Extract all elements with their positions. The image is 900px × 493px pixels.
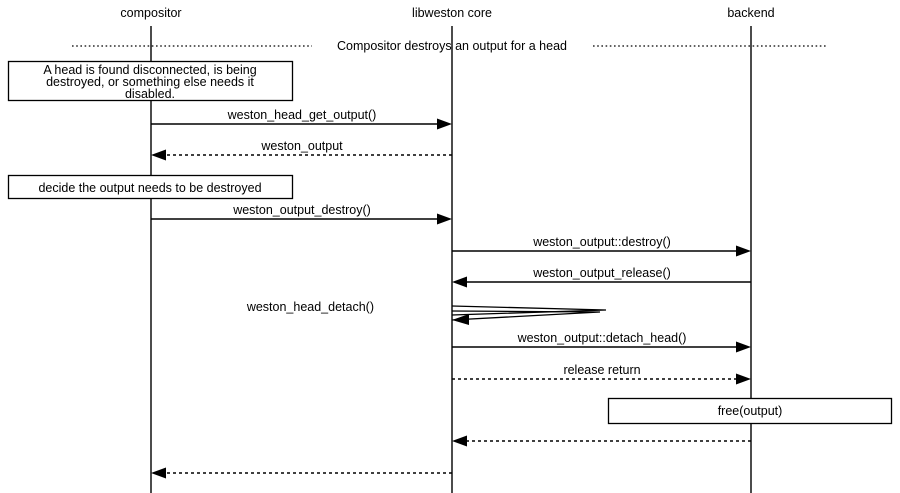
msg-weston-output-destroy-cb-label: weston_output::destroy() [532, 235, 671, 249]
msg-free-return-arrowhead [452, 435, 467, 447]
msg-weston-output-detach-head-label: weston_output::detach_head() [517, 331, 687, 345]
msg-weston-output-release-arrowhead [452, 276, 467, 288]
msg-release-return-label: release return [563, 363, 640, 377]
note-head-disconnected-line-2: destroyed, or something else needs it [46, 75, 254, 89]
msg-weston-head-detach: weston_head_detach() [246, 300, 607, 325]
msg-weston-output-destroy-cb-arrowhead [736, 245, 751, 257]
note-decide-destroy-box [7, 174, 294, 200]
msg-weston-output-destroy: weston_output_destroy() [151, 203, 452, 225]
note-free-output-line-1: free(output) [718, 404, 783, 418]
msg-weston-output-destroy-cb: weston_output::destroy() [452, 235, 751, 257]
note-head-disconnected-line-1: A head is found disconnected, is being [43, 63, 256, 77]
msg-weston-output-destroy-arrowhead [437, 213, 452, 225]
msg-release-return-arrowhead [736, 373, 751, 385]
msg-weston-head-get-output-arrowhead [437, 118, 452, 130]
phase-separator: Compositor destroys an output for a head [72, 39, 826, 53]
msg-weston-output-release: weston_output_release() [452, 266, 751, 288]
msg-weston-output-return-arrowhead [151, 149, 166, 161]
note-free-output: free(output) [607, 397, 893, 425]
msg-destroy-return [151, 467, 452, 479]
msg-weston-head-get-output: weston_head_get_output() [151, 108, 452, 130]
msg-weston-head-get-output-label: weston_head_get_output() [227, 108, 377, 122]
note-head-disconnected: A head is found disconnected, is being d… [7, 60, 294, 102]
msg-release-return: release return [452, 363, 751, 385]
actor-header-compositor: compositor [120, 6, 181, 20]
phase-separator-label: Compositor destroys an output for a head [337, 39, 567, 53]
note-free-output-box [607, 397, 893, 425]
msg-weston-output-return: weston_output [151, 139, 452, 161]
actor-header-libweston-core: libweston core [412, 6, 492, 20]
msg-weston-head-detach-arrowhead [452, 314, 469, 325]
msg-weston-output-return-label: weston_output [260, 139, 343, 153]
note-head-disconnected-line-3: disabled. [125, 87, 175, 101]
note-decide-destroy-line-1: decide the output needs to be destroyed [38, 181, 261, 195]
msg-weston-head-detach-loop-lower [451, 310, 601, 321]
msg-weston-head-detach-loop-upper [451, 305, 607, 316]
actor-label-libweston-core: libweston core [412, 6, 492, 20]
msg-free-return [452, 435, 751, 447]
msg-weston-output-destroy-label: weston_output_destroy() [232, 203, 371, 217]
note-head-disconnected-box [7, 60, 294, 102]
actor-label-backend: backend [727, 6, 774, 20]
msg-weston-head-detach-label: weston_head_detach() [246, 300, 374, 314]
msg-weston-output-detach-head-arrowhead [736, 341, 751, 353]
msg-weston-output-release-label: weston_output_release() [532, 266, 671, 280]
msg-weston-output-detach-head: weston_output::detach_head() [452, 331, 751, 353]
msg-destroy-return-arrowhead [151, 467, 166, 479]
actor-header-backend: backend [727, 6, 774, 20]
note-decide-destroy: decide the output needs to be destroyed [7, 174, 294, 200]
actor-label-compositor: compositor [120, 6, 181, 20]
